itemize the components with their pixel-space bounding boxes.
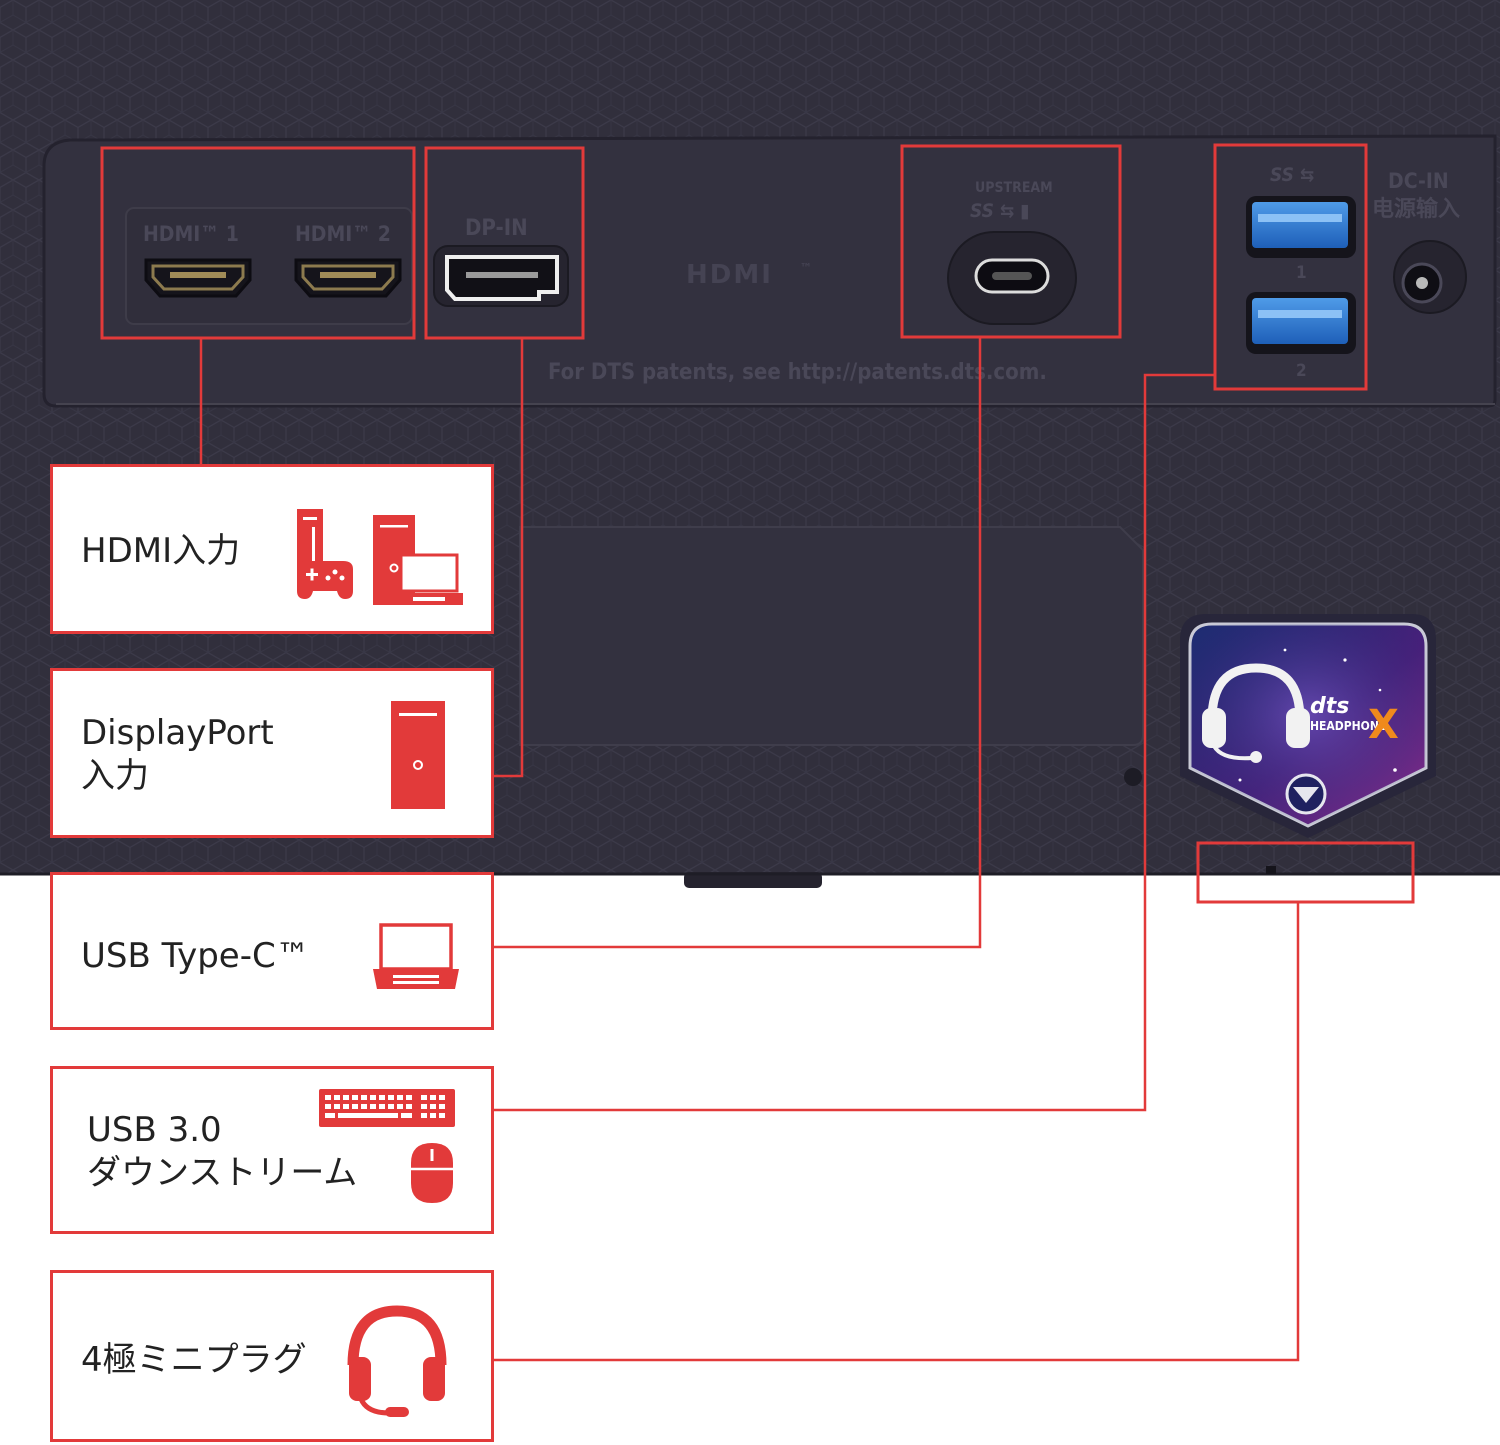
kensington-slot: [1124, 768, 1142, 786]
connector-lines: [199, 337, 1300, 1362]
dp-port-label: DP-IN: [465, 216, 528, 241]
usb-a-port-1: [1246, 196, 1356, 258]
callout-displayport-input: DisplayPort 入力: [50, 668, 494, 838]
dts-headphone-x-badge: dts HEADPHONE X: [1180, 614, 1436, 838]
usb-a-port-2: [1246, 292, 1356, 354]
headphone-jack: [1266, 866, 1276, 874]
headphones-icon: [347, 1305, 447, 1417]
callout-usb3-downstream: USB 3.0 ダウンストリーム: [50, 1066, 494, 1234]
laptop-icon: [373, 923, 459, 989]
callout-headphone-label: 4極ミニプラグ: [81, 1340, 307, 1380]
hdmi-logo: HDMI: [686, 260, 773, 290]
displayport-port: [433, 245, 569, 307]
game-console-icon: [297, 509, 353, 599]
usb-port-1-number: 1: [1296, 263, 1307, 283]
callout-hdmi-input: HDMI入力: [50, 464, 494, 634]
hdmi1-port: [144, 258, 252, 298]
dc-in-cn-label: 电源输入: [1372, 196, 1460, 222]
keyboard-icon: [319, 1089, 455, 1127]
highlight-boxes: [100, 143, 1415, 904]
usb-a-ss-label: SS ⇆: [1270, 164, 1314, 186]
hdmi-highlight-box: [100, 146, 416, 340]
usb-port-2-number: 2: [1296, 361, 1307, 381]
callout-hdmi-label: HDMI入力: [81, 531, 241, 571]
usb-c-port: [947, 231, 1077, 325]
dc-in-label: DC-IN: [1388, 169, 1449, 193]
badge-brand: dts: [1310, 694, 1349, 719]
mouse-icon: [411, 1143, 453, 1203]
callout-usb-type-c: USB Type-C™: [50, 872, 494, 1030]
smooth-plate: [519, 526, 1144, 746]
usb-c-highlight-box: [900, 144, 1122, 339]
hdmi2-port-label: HDMI™ 2: [295, 222, 391, 246]
dp-highlight-box: [424, 146, 585, 340]
hdmi-logo-tm: ™: [800, 261, 812, 275]
hdmi1-port-label: HDMI™ 1: [143, 222, 239, 246]
callout-usb3-label: USB 3.0 ダウンストリーム: [87, 1110, 358, 1193]
laptop-icon: [395, 553, 463, 605]
callout-usb-c-label: USB Type-C™: [81, 936, 310, 976]
badge-headset-icon: [1202, 663, 1310, 763]
usb-c-ss-label: SS ⇆ ▮: [970, 200, 1030, 222]
upstream-label: UPSTREAM: [975, 180, 1053, 196]
usb-a-highlight-box: [1213, 143, 1368, 391]
badge-x: X: [1368, 702, 1399, 748]
headphone-highlight-box: [1196, 841, 1415, 904]
dts-patent-notice: For DTS patents, see http://patents.dts.…: [548, 360, 1047, 385]
hdmi2-port: [294, 258, 402, 298]
callout-4pole-mini-plug: 4極ミニプラグ: [50, 1270, 494, 1442]
dc-in-port: [1393, 240, 1467, 314]
stand-foot: [684, 872, 822, 888]
badge-product: HEADPHONE: [1310, 719, 1386, 733]
callout-displayport-label: DisplayPort 入力: [81, 713, 274, 796]
desktop-tower-icon: [391, 701, 445, 809]
